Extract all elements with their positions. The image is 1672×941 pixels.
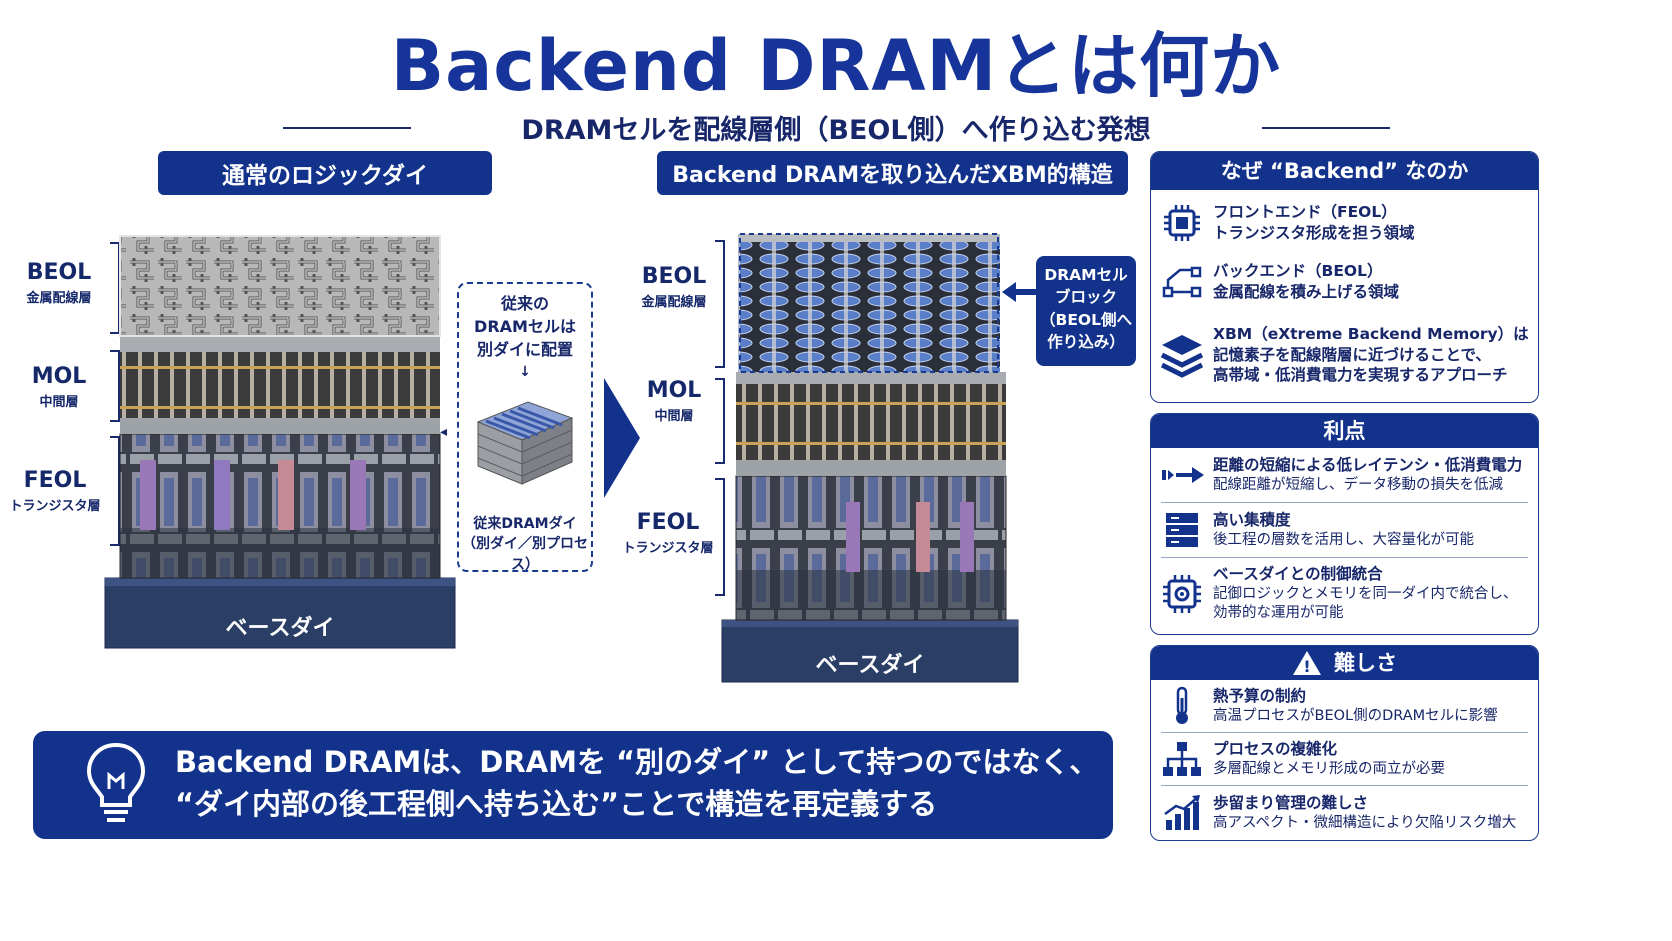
subtitle-rule-right (1262, 127, 1390, 129)
challenge-item-thermal: 熱予算の制約 高温プロセスがBEOL側のDRAMセルに影響 (1151, 680, 1538, 732)
why-item-beol: バックエンド（BEOL） 金属配線を積み上げる領域 (1151, 252, 1538, 312)
why-item-xbm: XBM（eXtreme Backend Memory）は 記憶素子を配線階層に近… (1151, 312, 1538, 398)
subtitle-rule-left (283, 127, 411, 129)
left-base-label: ベースダイ (226, 615, 335, 641)
logic-die-illustration: ベースダイ (104, 235, 456, 649)
right-bracket-feol (715, 478, 725, 596)
chip-icon (1151, 203, 1213, 243)
challenge-divider (1161, 785, 1528, 786)
callout-caption: 従来DRAMダイ （別ダイ／別プロセス） (462, 516, 588, 573)
benefit-divider (1161, 502, 1528, 503)
benefits-panel: 利点 距離の短縮による低レイテンシ・低消費電力 配線距離が短縮し、データ移動の損… (1150, 413, 1539, 635)
lightbulb-icon (86, 742, 146, 822)
bar-chart-icon (1151, 794, 1213, 832)
callout-pointer-icon: ◂ (440, 424, 448, 440)
conclusion-bar: Backend DRAMは、DRAMを “別のダイ” として持つのではなく、 “… (33, 731, 1113, 839)
benefit-item-density: 高い集積度 後工程の層数を活用し、大容量化が可能 (1151, 503, 1538, 557)
challenge-item-process: プロセスの複雑化 多層配線とメモリ形成の両立が必要 (1151, 733, 1538, 785)
down-arrow-icon: ↓ (519, 363, 531, 380)
why-header: なぜ “Backend” なのか (1151, 152, 1538, 190)
left-bracket-mol (110, 350, 120, 422)
conclusion-text: Backend DRAMは、DRAMを “別のダイ” として持つのではなく、 “… (175, 745, 1099, 822)
stack-icon (1151, 511, 1213, 549)
why-backend-panel: なぜ “Backend” なのか フロントエンド（FEOL） トランジスタ形成を… (1150, 151, 1539, 403)
dram-block-label: DRAMセル ブロック （BEOL側へ 作り込み） (1036, 256, 1136, 366)
dram-die-icon (476, 401, 574, 485)
right-bracket-beol (715, 240, 725, 368)
right-bracket-mol (715, 378, 725, 464)
challenges-panel: ! 難しさ 熱予算の制約 高温プロセスがBEOL側のDRAMセルに影響 プロセス… (1150, 645, 1539, 841)
gear-chip-icon (1151, 574, 1213, 614)
page-title: Backend DRAMとは何か (390, 25, 1282, 107)
challenge-item-yield: 歩留まり管理の難しさ 高アスペクト・微細構造により欠陥リスク増大 (1151, 786, 1538, 840)
xbm-structure-illustration: ベースダイ (721, 233, 1019, 683)
hierarchy-icon (1151, 740, 1213, 778)
arrow-icon (1151, 465, 1213, 485)
benefit-item-integration: ベースダイとの制御統合 記御ロジックとメモリを同一ダイ内で統合し、 効帯的な運用… (1151, 558, 1538, 630)
left-arrow-icon (1002, 282, 1040, 302)
left-header: 通常のロジックダイ (158, 151, 492, 195)
wiring-icon (1151, 262, 1213, 302)
thermometer-icon (1151, 686, 1213, 726)
transition-arrow-icon (604, 378, 640, 498)
benefit-item-latency: 距離の短縮による低レイテンシ・低消費電力 配線距離が短縮し、データ移動の損失を低… (1151, 448, 1538, 502)
why-item-feol: フロントエンド（FEOL） トランジスタ形成を担う領域 (1151, 194, 1538, 252)
warning-icon: ! (1293, 651, 1321, 676)
challenge-divider (1161, 732, 1528, 733)
layers-icon (1151, 331, 1213, 379)
benefits-header: 利点 (1151, 414, 1538, 448)
right-header: Backend DRAMを取り込んだXBM的構造 (657, 151, 1128, 195)
benefit-divider (1161, 557, 1528, 558)
left-bracket-feol (110, 436, 120, 546)
svg-text:!: ! (1303, 657, 1310, 676)
callout-text: 従来の DRAMセルは 別ダイに配置 ↓ (457, 292, 593, 382)
challenges-header: ! 難しさ (1151, 646, 1538, 680)
right-base-label: ベースダイ (816, 652, 925, 678)
page-subtitle: DRAMセルを配線層側（BEOL側）へ作り込む発想 (521, 115, 1151, 146)
